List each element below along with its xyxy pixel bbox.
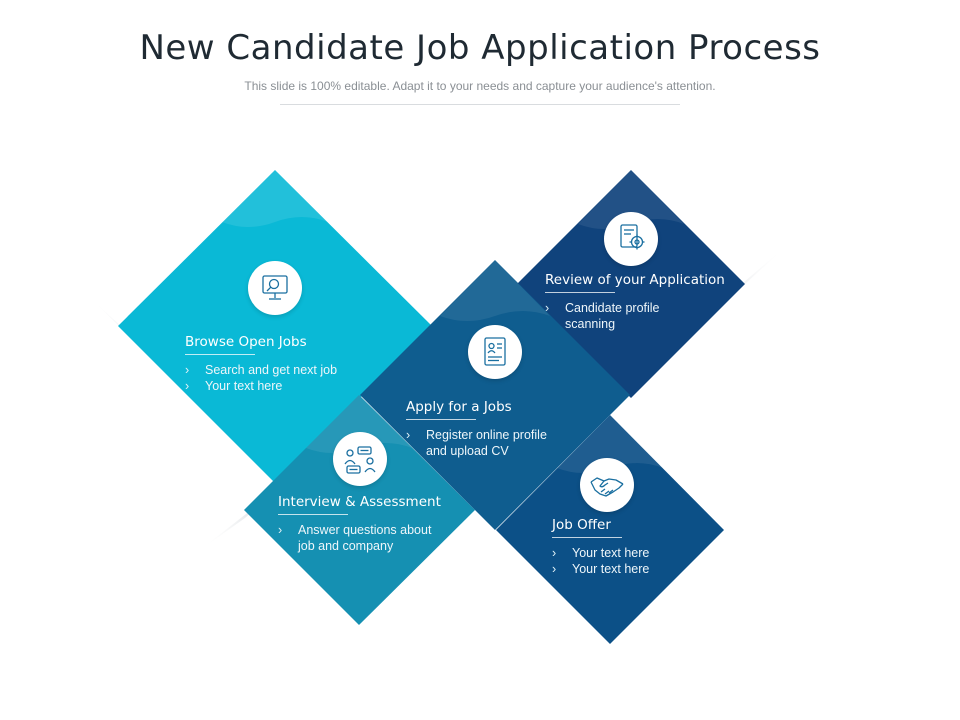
step-bullets: Your text here Your text here (552, 545, 692, 577)
step-interview-assessment: Interview & Assessment Answer questions … (278, 493, 453, 554)
page-subtitle: This slide is 100% editable. Adapt it to… (244, 79, 716, 93)
step-heading: Browse Open Jobs (185, 334, 307, 355)
subtitle-rule (280, 104, 680, 105)
wave-interview (306, 395, 412, 453)
bullet-item: Search and get next job (185, 362, 360, 378)
step-bullets: Register online profile and upload CV (406, 427, 556, 459)
resume-icon (468, 325, 522, 379)
page-title: New Candidate Job Application Process (139, 28, 821, 68)
step-heading: Job Offer (552, 517, 622, 538)
interview-icon (333, 432, 387, 486)
wave-browse (222, 170, 328, 227)
step-bullets: Answer questions about job and company (278, 522, 443, 554)
diamond-job-offer (496, 415, 724, 644)
step-bullets: Search and get next job Your text here (185, 362, 360, 394)
bullet-item: Candidate profile scanning (545, 300, 670, 332)
bullet-item: Your text here (552, 545, 692, 561)
wave-offer (557, 415, 663, 473)
step-heading: Review of your Application (545, 272, 725, 293)
bullet-item: Register online profile and upload CV (406, 427, 556, 459)
step-browse-open-jobs: Browse Open Jobs Search and get next job… (185, 333, 360, 394)
step-apply-for-jobs: Apply for a Jobs Register online profile… (406, 398, 566, 459)
bullet-item: Your text here (552, 561, 692, 577)
step-heading: Apply for a Jobs (406, 399, 512, 420)
step-review-application: Review of your Application Candidate pro… (545, 271, 730, 332)
step-heading: Interview & Assessment (278, 494, 441, 515)
handshake-icon (580, 458, 634, 512)
diamond-interview-assessment (244, 395, 475, 625)
computer-search-icon (248, 261, 302, 315)
step-job-offer: Job Offer Your text here Your text here (552, 516, 692, 577)
bullet-item: Your text here (185, 378, 360, 394)
wave-review (578, 170, 684, 229)
document-gear-icon (604, 212, 658, 266)
wave-apply (440, 260, 550, 321)
bullet-item: Answer questions about job and company (278, 522, 443, 554)
diamond-browse-open-jobs (118, 170, 432, 483)
step-bullets: Candidate profile scanning (545, 300, 670, 332)
